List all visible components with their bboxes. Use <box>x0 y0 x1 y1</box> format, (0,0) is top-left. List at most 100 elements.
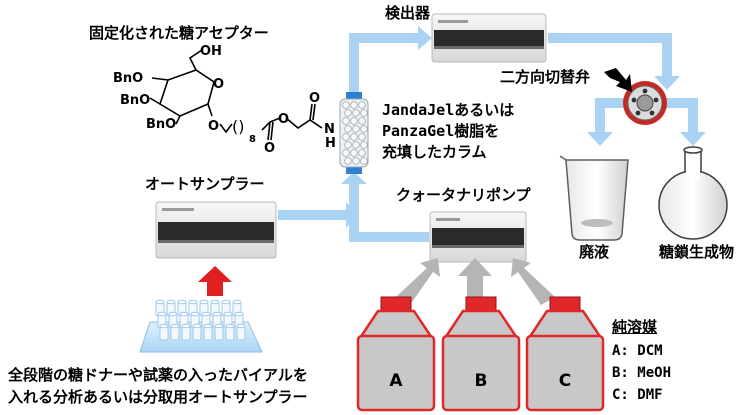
switching-valve <box>623 81 667 125</box>
vial-tray <box>139 299 263 353</box>
input-arrow-c <box>511 258 555 305</box>
resin-bead <box>342 133 350 141</box>
bottom-caption-line-1: 全段階の糖ドナーや試薬の入ったバイアルを <box>8 366 308 384</box>
resin-column <box>339 92 369 174</box>
mol-ring-o: O <box>213 77 224 92</box>
flow-down-to-valve-head <box>654 76 680 90</box>
resin-bead <box>344 125 352 133</box>
flow-down-to-waste <box>595 98 605 134</box>
resin-bead <box>344 141 352 149</box>
bottle-label: C <box>559 371 571 391</box>
waste-beaker <box>559 155 629 241</box>
solvent-legend-a: A: DCM <box>612 343 663 359</box>
solvent-bottles: A B C <box>356 296 605 412</box>
flow-detector-out <box>548 33 672 43</box>
solvent-input-arrows <box>396 258 555 305</box>
valve-label: 二方向切替弁 <box>500 68 591 86</box>
resin-bead <box>360 157 368 165</box>
resin-bead <box>342 117 350 125</box>
autosampler-label: オートサンプラー <box>145 175 265 193</box>
solvent-legend-title: 純溶媒 <box>612 318 658 336</box>
vial <box>192 323 202 341</box>
bottle-label: B <box>475 371 488 391</box>
mol-bno-1: BnO <box>113 71 143 86</box>
flow-pump-up-head <box>341 172 367 184</box>
flow-down-to-product <box>688 98 698 134</box>
flow-pump-left <box>349 232 429 242</box>
resin-bead <box>350 133 358 141</box>
vial <box>214 323 224 341</box>
vial <box>159 323 169 341</box>
pump-label: クォータナリポンプ <box>396 186 531 204</box>
mol-oh: OH <box>200 44 222 59</box>
resin-bead <box>344 109 352 117</box>
mol-subscript: 8 <box>249 134 256 145</box>
valve-pointer-arrow <box>604 68 632 92</box>
column-label-line-1: JandaJelあるいは <box>382 101 515 119</box>
bottle-a: A <box>356 296 436 412</box>
flow-valve-left <box>595 98 627 108</box>
resin-bead <box>360 125 368 133</box>
vial <box>170 323 180 341</box>
resin-bead <box>350 149 358 157</box>
vial <box>181 323 191 341</box>
mol-link-o: O <box>208 119 219 134</box>
column-label-line-3: 充填したカラム <box>382 143 487 161</box>
resin-bead <box>352 157 360 165</box>
glycosyl-acceptor-structure <box>149 49 323 141</box>
flow-column-up <box>349 38 359 94</box>
resin-bead <box>358 133 366 141</box>
column-label-line-2: PanzaGel樹脂を <box>382 122 500 140</box>
input-arrow-b <box>458 258 492 300</box>
flow-to-detector-head <box>418 26 432 50</box>
resin-bead <box>352 141 360 149</box>
resin-bead <box>342 101 350 109</box>
product-label: 糖鎖生成物 <box>659 243 735 261</box>
autosampler-instrument <box>155 201 277 259</box>
resin-bead <box>342 149 350 157</box>
flow-down-to-valve <box>662 33 672 78</box>
vial <box>236 323 246 341</box>
flow-pump-up <box>349 182 359 240</box>
flow-valve-right <box>665 98 698 108</box>
vial <box>179 311 189 329</box>
mol-bno-2: BnO <box>120 93 150 108</box>
solvent-legend-b: B: MeOH <box>612 365 672 381</box>
fixed-acceptor-label: 固定化された糖アセプター <box>89 24 269 42</box>
mol-n: N <box>324 122 335 137</box>
bottle-label: A <box>389 371 403 391</box>
resin-bead <box>352 125 360 133</box>
mol-h: H <box>325 136 336 151</box>
flow-to-detector <box>349 33 419 43</box>
resin-bead <box>358 101 366 109</box>
bottle-c: C <box>525 296 605 412</box>
resin-bead <box>344 157 352 165</box>
mol-ester-o: O <box>278 112 289 127</box>
mol-bno-3: BnO <box>146 117 176 132</box>
mol-carbonyl-o-1: O <box>264 141 275 156</box>
resin-bead <box>360 141 368 149</box>
red-up-arrow <box>198 266 232 296</box>
mol-paren: () <box>232 117 244 136</box>
detector-instrument <box>431 13 547 63</box>
resin-bead <box>352 109 360 117</box>
flow-arrows <box>278 26 706 242</box>
bottom-caption-line-2: 入れる分析あるいは分取用オートサンプラー <box>8 388 308 406</box>
resin-bead <box>358 117 366 125</box>
input-arrow-a <box>396 258 440 305</box>
flow-sampler-to-column <box>278 210 348 220</box>
product-flask <box>658 146 728 240</box>
solvent-legend-c: C: DMF <box>612 387 663 403</box>
vial <box>225 323 235 341</box>
flow-down-to-waste-head <box>587 132 613 146</box>
waste-label: 廃液 <box>579 243 610 261</box>
vial <box>203 323 213 341</box>
resin-bead <box>350 101 358 109</box>
pump-instrument <box>429 211 527 263</box>
resin-bead <box>350 117 358 125</box>
resin-bead <box>360 109 368 117</box>
detector-label: 検出器 <box>385 4 431 22</box>
resin-bead <box>358 149 366 157</box>
mol-carbonyl-o-2: O <box>309 91 320 106</box>
